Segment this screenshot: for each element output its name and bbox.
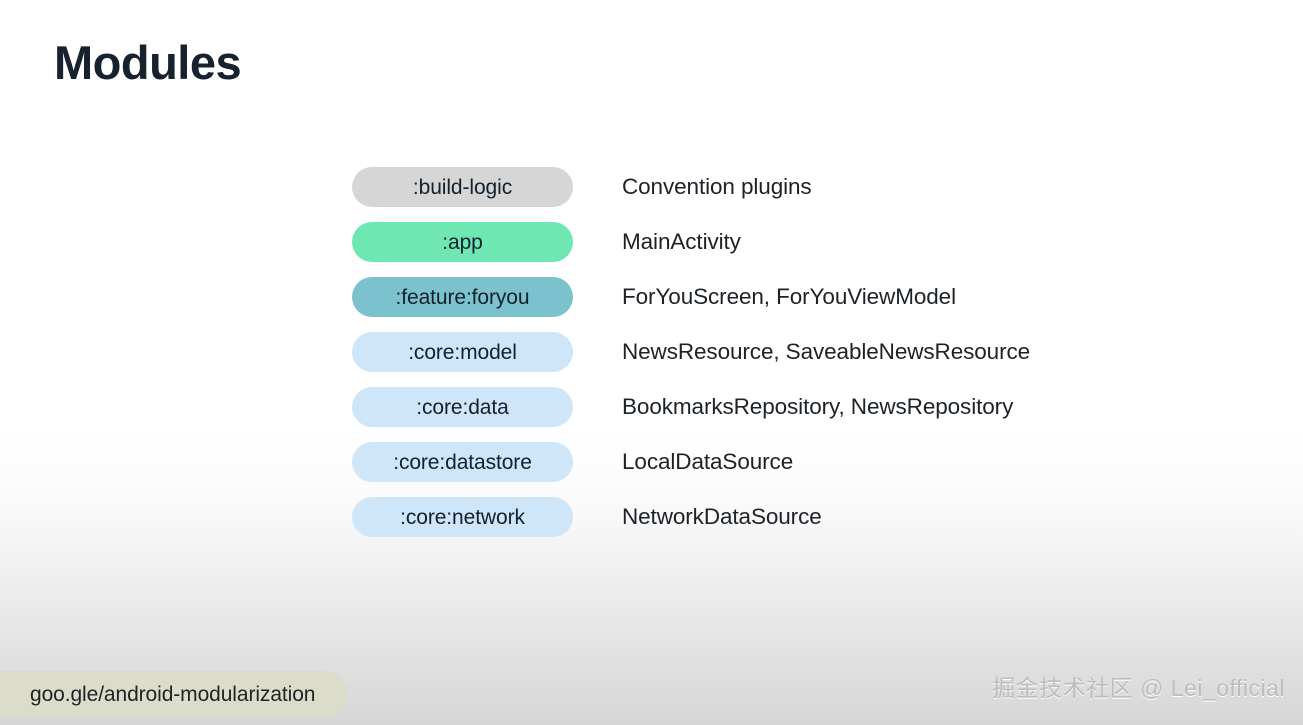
module-row: :core:model NewsResource, SaveableNewsRes…	[352, 332, 1252, 372]
module-row: :feature:foryou ForYouScreen, ForYouViewM…	[352, 277, 1252, 317]
module-chip-label: :app	[442, 230, 483, 254]
module-chip[interactable]: :app	[352, 222, 573, 262]
module-chip-label: :core:datastore	[393, 450, 532, 474]
footer-link-pill[interactable]: goo.gle/android-modularization	[0, 671, 348, 717]
module-row: :core:data BookmarksRepository, NewsRepos…	[352, 387, 1252, 427]
module-chip[interactable]: :core:model	[352, 332, 573, 372]
watermark-text: 掘金技术社区 @ Lei_official	[992, 675, 1285, 701]
module-chip[interactable]: :core:data	[352, 387, 573, 427]
module-chip[interactable]: :core:datastore	[352, 442, 573, 482]
module-description: MainActivity	[622, 228, 741, 254]
module-chip[interactable]: :build-logic	[352, 167, 573, 207]
modules-list: :build-logic Convention plugins :app MainAc…	[352, 167, 1252, 552]
module-description: Convention plugins	[622, 173, 812, 199]
module-row: :core:network NetworkDataSource	[352, 497, 1252, 537]
module-chip-label: :core:network	[400, 505, 525, 529]
module-chip[interactable]: :core:network	[352, 497, 573, 537]
module-chip-label: :feature:foryou	[395, 285, 530, 309]
module-chip-label: :build-logic	[412, 175, 513, 199]
module-chip-label: :core:model	[408, 340, 517, 364]
module-description: NetworkDataSource	[622, 503, 822, 529]
page-title: Modules	[54, 36, 242, 89]
module-description: BookmarksRepository, NewsRepository	[622, 393, 1014, 419]
footer-link-label: goo.gle/android-modularization	[30, 682, 316, 706]
module-description: NewsResource, SaveableNewsResource	[622, 338, 1031, 364]
module-description: LocalDataSource	[622, 448, 794, 474]
module-row: :build-logic Convention plugins	[352, 167, 1252, 207]
module-chip-label: :core:data	[416, 395, 509, 419]
module-chip[interactable]: :feature:foryou	[352, 277, 573, 317]
module-row: :core:datastore LocalDataSource	[352, 442, 1252, 482]
module-description: ForYouScreen, ForYouViewModel	[622, 283, 956, 309]
module-row: :app MainActivity	[352, 222, 1252, 262]
